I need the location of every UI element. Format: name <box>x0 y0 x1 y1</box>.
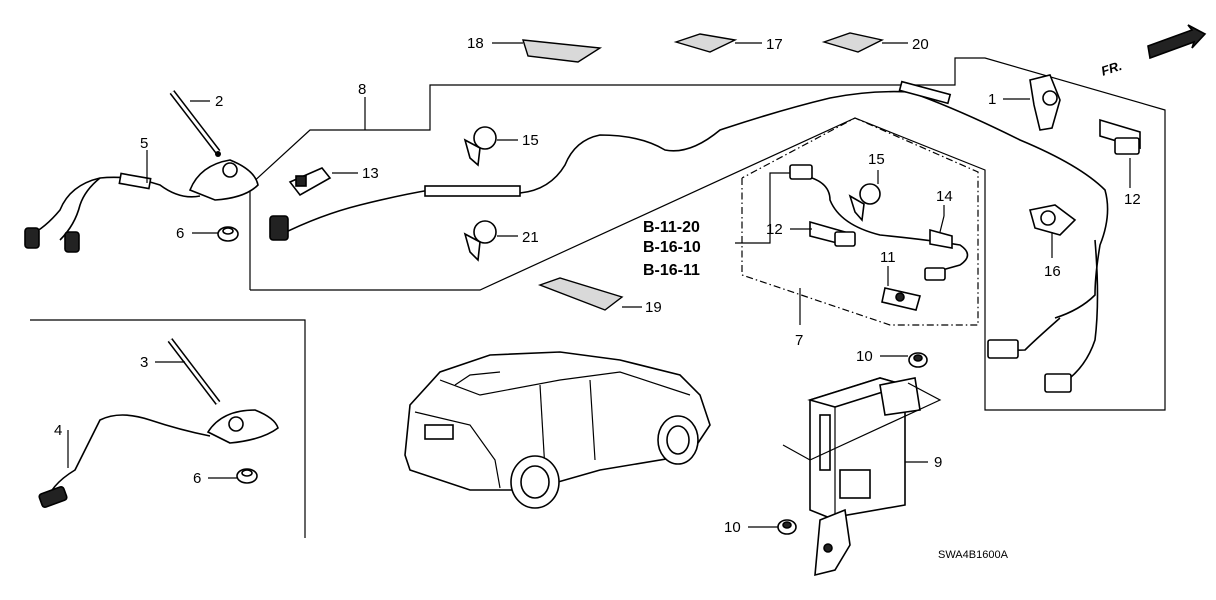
pad-18 <box>522 39 603 63</box>
clip-13 <box>288 167 358 197</box>
antenna-base-5 <box>24 150 259 253</box>
part-label-8: 8 <box>358 81 366 98</box>
part-label-6a: 6 <box>176 225 184 242</box>
nut-10a <box>880 352 928 368</box>
part-label-7: 7 <box>795 332 803 349</box>
part-label-20: 20 <box>912 36 929 53</box>
bracket-12a <box>1099 118 1141 188</box>
part-label-4: 4 <box>54 422 62 439</box>
part-label-10a: 10 <box>856 348 873 365</box>
antenna-rod-3 <box>155 338 221 405</box>
part-label-11: 11 <box>880 249 896 266</box>
reference-codes: B-11-20 B-16-10 B-16-11 <box>643 219 701 279</box>
clip-14 <box>929 205 953 249</box>
front-indicator-label: FR. <box>1099 58 1124 79</box>
antenna-rod-2 <box>169 90 221 157</box>
nut-10b <box>748 519 797 535</box>
part-label-2: 2 <box>215 93 223 110</box>
reference-code-3: B-16-11 <box>643 262 700 279</box>
part-label-14: 14 <box>936 188 953 205</box>
part-label-21: 21 <box>522 229 539 246</box>
inset-frame-lines <box>30 319 306 538</box>
group-outline-7 <box>741 117 979 326</box>
part-label-18: 18 <box>467 35 484 52</box>
control-unit-9 <box>782 377 942 577</box>
part-label-16: 16 <box>1044 263 1061 280</box>
part-label-13: 13 <box>362 165 379 182</box>
reference-arrow <box>735 172 790 244</box>
part-label-3: 3 <box>140 354 148 371</box>
clip-11 <box>881 266 922 311</box>
antenna-cable-8 <box>269 80 1109 393</box>
clip-15a <box>463 126 518 167</box>
part-label-9: 9 <box>934 454 942 471</box>
part-label-12a: 12 <box>1124 191 1141 208</box>
group-outline-8 <box>249 57 1166 411</box>
part-number-labels: 1 2 3 4 5 6 6 7 8 9 10 10 11 12 12 13 14… <box>54 35 1141 536</box>
part-label-15a: 15 <box>522 132 539 149</box>
nut-6b <box>208 468 258 484</box>
sub-harness-7 <box>789 164 969 325</box>
part-label-6b: 6 <box>193 470 201 487</box>
front-arrow <box>1147 24 1207 60</box>
pad-17 <box>673 33 738 53</box>
part-label-1: 1 <box>988 91 996 108</box>
part-label-10b: 10 <box>724 519 741 536</box>
part-label-19: 19 <box>645 299 662 316</box>
bracket-12b <box>790 220 856 247</box>
vehicle-outline <box>404 351 711 509</box>
clip-15b <box>848 170 881 222</box>
antenna-base-4 <box>38 409 279 508</box>
clip-16 <box>1028 204 1077 258</box>
pad-20 <box>821 32 885 53</box>
part-label-12b: 12 <box>766 221 783 238</box>
part-label-5: 5 <box>140 135 148 152</box>
reference-code-1: B-11-20 <box>643 219 700 236</box>
part-label-15b: 15 <box>868 151 885 168</box>
clip-21 <box>463 220 518 262</box>
clip-1 <box>1003 74 1061 131</box>
diagram-code: SWA4B1600A <box>938 549 1009 561</box>
pad-19 <box>537 277 624 311</box>
nut-6a <box>192 226 239 242</box>
reference-code-2: B-16-10 <box>643 239 701 256</box>
part-label-17: 17 <box>766 36 783 53</box>
